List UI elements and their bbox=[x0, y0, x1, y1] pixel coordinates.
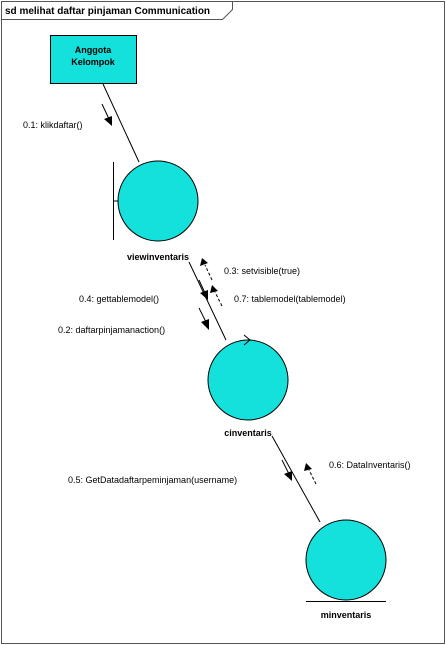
boundary-object bbox=[117, 160, 199, 242]
msg-label-0-1: 0.1: klikdaftar() bbox=[23, 120, 83, 130]
control-object bbox=[207, 339, 289, 421]
msg-arrowhead-0-6 bbox=[304, 463, 312, 471]
boundary-object-label: viewinventaris bbox=[127, 252, 189, 262]
msg-arrowhead-0-1 bbox=[104, 116, 112, 126]
entity-object bbox=[305, 519, 387, 601]
msg-arrowhead-0-3 bbox=[200, 258, 208, 266]
msg-arrow-0-4 bbox=[198, 279, 206, 294]
msg-label-0-6: 0.6: DataInventaris() bbox=[329, 460, 411, 470]
entity-object-label: minventaris bbox=[321, 610, 372, 620]
msg-arrowhead-0-7 bbox=[210, 285, 218, 293]
msg-arrow-0-3 bbox=[204, 264, 213, 281]
msg-arrow-0-5 bbox=[281, 459, 290, 475]
frame-title-tab bbox=[1, 1, 233, 20]
msg-label-0-5: 0.5: GetDatadaftarpeminjaman(username) bbox=[68, 475, 237, 485]
msg-label-0-2: 0.2: daftarpinjamanaction() bbox=[58, 325, 165, 335]
msg-arrow-0-1 bbox=[101, 103, 110, 120]
link-control-entity bbox=[271, 435, 321, 523]
link-actor-boundary bbox=[102, 83, 140, 163]
msg-label-0-4: 0.4: gettablemodel() bbox=[79, 294, 159, 304]
msg-arrowhead-0-2 bbox=[201, 319, 209, 330]
msg-arrowhead-0-5 bbox=[284, 471, 292, 481]
actor-name-line1: Anggota bbox=[75, 45, 112, 55]
link-boundary-control bbox=[188, 261, 227, 341]
control-object-label: cinventaris bbox=[224, 428, 272, 438]
actor-name-line2: Kelompok bbox=[71, 57, 116, 67]
msg-arrowhead-0-4 bbox=[200, 290, 208, 300]
actor-box bbox=[50, 35, 137, 84]
frame-title: sd melihat daftar pinjaman Communication bbox=[5, 6, 210, 17]
msg-arrow-0-7 bbox=[214, 291, 223, 307]
msg-arrow-0-6 bbox=[308, 469, 317, 485]
control-arrow-mark bbox=[243, 334, 251, 346]
msg-label-0-7: 0.7: tablemodel(tablemodel) bbox=[234, 294, 346, 304]
msg-arrow-0-2 bbox=[198, 307, 207, 323]
msg-label-0-3: 0.3: setvisible(true) bbox=[224, 266, 300, 276]
